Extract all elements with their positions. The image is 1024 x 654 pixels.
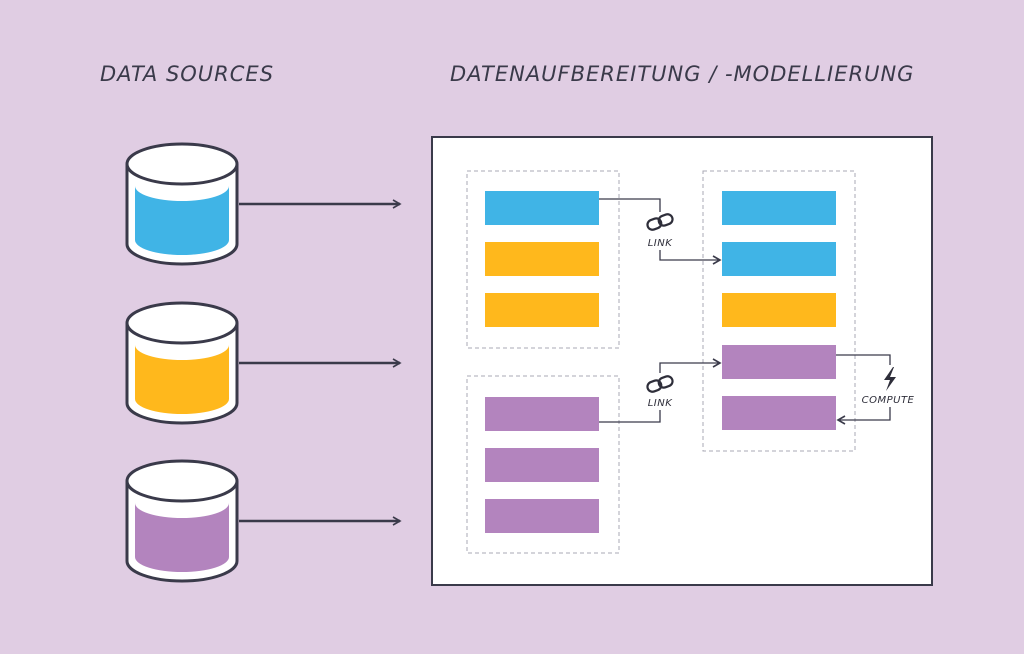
- compute-connector-line-in: [836, 407, 891, 425]
- database-icon-blue: [125, 142, 239, 266]
- table-row-blue: [722, 242, 836, 276]
- table-row-purple: [485, 448, 599, 482]
- lightning-bolt-icon: [884, 367, 896, 391]
- database-icon-yellow: [125, 301, 239, 425]
- table-row-purple: [485, 499, 599, 533]
- data-sources-title: DATA SOURCES: [100, 62, 275, 86]
- compute-label: COMPUTE: [862, 395, 915, 406]
- group-right: [702, 170, 856, 452]
- group-bottom-left: [466, 375, 620, 554]
- table-row-yellow: [722, 293, 836, 327]
- link-label-bottom: LINK: [648, 398, 674, 409]
- link-connector-top-line-in: [599, 198, 661, 212]
- table-row-purple: [722, 345, 836, 379]
- chain-link-icon-top: [646, 213, 674, 231]
- database-icon-purple: [125, 459, 239, 583]
- link-connector-bottom-line-out: [659, 358, 722, 373]
- chain-link-icon-bottom: [646, 375, 674, 393]
- table-row-blue: [722, 191, 836, 225]
- table-row-blue: [485, 191, 599, 225]
- compute-connector-line-out: [836, 354, 891, 365]
- group-top-left: [466, 170, 620, 349]
- link-connector-top-line-out: [659, 250, 722, 265]
- link-connector-bottom-line-in: [599, 410, 661, 423]
- table-row-yellow: [485, 293, 599, 327]
- link-label-top: LINK: [648, 238, 674, 249]
- data-modeling-title: DATENAUFBEREITUNG / -MODELLIERUNG: [450, 62, 915, 86]
- table-row-yellow: [485, 242, 599, 276]
- table-row-purple: [722, 396, 836, 430]
- table-row-purple: [485, 397, 599, 431]
